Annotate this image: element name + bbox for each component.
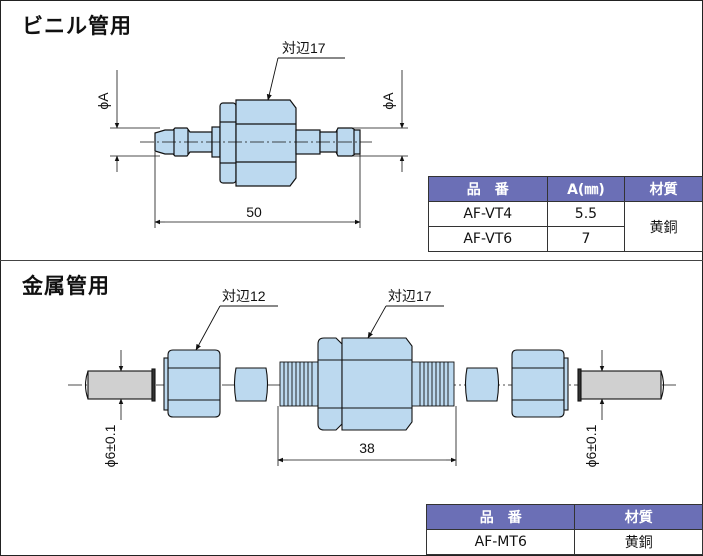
- right-metal-tube: [577, 368, 665, 402]
- vinyl-fitting: [154, 99, 361, 187]
- metal-hex12-label: 対辺12: [222, 288, 266, 304]
- vinyl-part-cell: AF-VT6: [428, 226, 548, 252]
- center-hex-body: [235, 99, 297, 187]
- left-small-nut: [163, 349, 221, 418]
- metal-header-part: 品 番: [425, 504, 576, 530]
- vinyl-phi-dimension-left: [110, 70, 160, 172]
- table-row: AF-VT6 7: [428, 226, 703, 252]
- vinyl-material-cell: 黄銅: [624, 201, 703, 252]
- section-divider: [0, 260, 703, 261]
- left-metal-tube: [84, 368, 156, 402]
- metal-length-label: 38: [359, 440, 375, 456]
- metal-phi-label-right: ϕ6±0.1: [583, 424, 599, 467]
- vinyl-length-dimension: [154, 152, 361, 228]
- metal-section-title: 金属管用: [22, 274, 110, 298]
- vinyl-part-cell: AF-VT4: [428, 201, 548, 227]
- table-row: AF-VT4 5.5 黄銅: [428, 201, 703, 252]
- vinyl-length-label: 50: [246, 204, 262, 220]
- metal-table-header-row: 品 番 材質: [425, 504, 703, 530]
- left-threaded-end: [279, 361, 319, 407]
- left-nut: [219, 102, 237, 184]
- vinyl-a-cell: 7: [546, 226, 626, 252]
- metal-center-hex: [317, 337, 413, 431]
- right-ferrule: [464, 367, 500, 402]
- vinyl-header-material: 材質: [624, 176, 703, 202]
- vinyl-phi-label-right: ϕA: [380, 92, 396, 110]
- vinyl-phi-label-left: ϕA: [95, 92, 111, 110]
- metal-hex12-leader: [195, 305, 278, 351]
- table-row: AF-MT6 黄銅: [425, 529, 703, 555]
- right-threaded-end: [411, 361, 455, 407]
- vinyl-header-a: A(㎜): [546, 176, 626, 202]
- vinyl-hex-leader: [266, 57, 345, 101]
- metal-material-cell: 黄銅: [574, 529, 703, 555]
- vinyl-section-title: ビニル管用: [22, 14, 132, 38]
- vinyl-header-part: 品 番: [428, 176, 548, 202]
- right-small-nut: [511, 349, 569, 418]
- vinyl-hex-label: 対辺17: [282, 40, 326, 56]
- vinyl-spec-table: 品 番 A(㎜) 材質 AF-VT4 5.5 黄銅 AF-VT6 7: [428, 176, 703, 252]
- left-ferrule: [233, 367, 269, 402]
- metal-length-dimension: [277, 406, 457, 466]
- metal-part-cell: AF-MT6: [425, 529, 576, 555]
- vinyl-table-header-row: 品 番 A(㎜) 材質: [428, 176, 703, 202]
- vinyl-a-cell: 5.5: [546, 201, 626, 227]
- metal-spec-table: 品 番 材質 AF-MT6 黄銅: [425, 504, 703, 555]
- metal-header-material: 材質: [574, 504, 703, 530]
- metal-hex17-label: 対辺17: [388, 288, 432, 304]
- metal-hex17-leader: [367, 305, 444, 339]
- metal-phi-label-left: ϕ6±0.1: [102, 424, 118, 467]
- vinyl-phi-dimension-right: [350, 70, 408, 172]
